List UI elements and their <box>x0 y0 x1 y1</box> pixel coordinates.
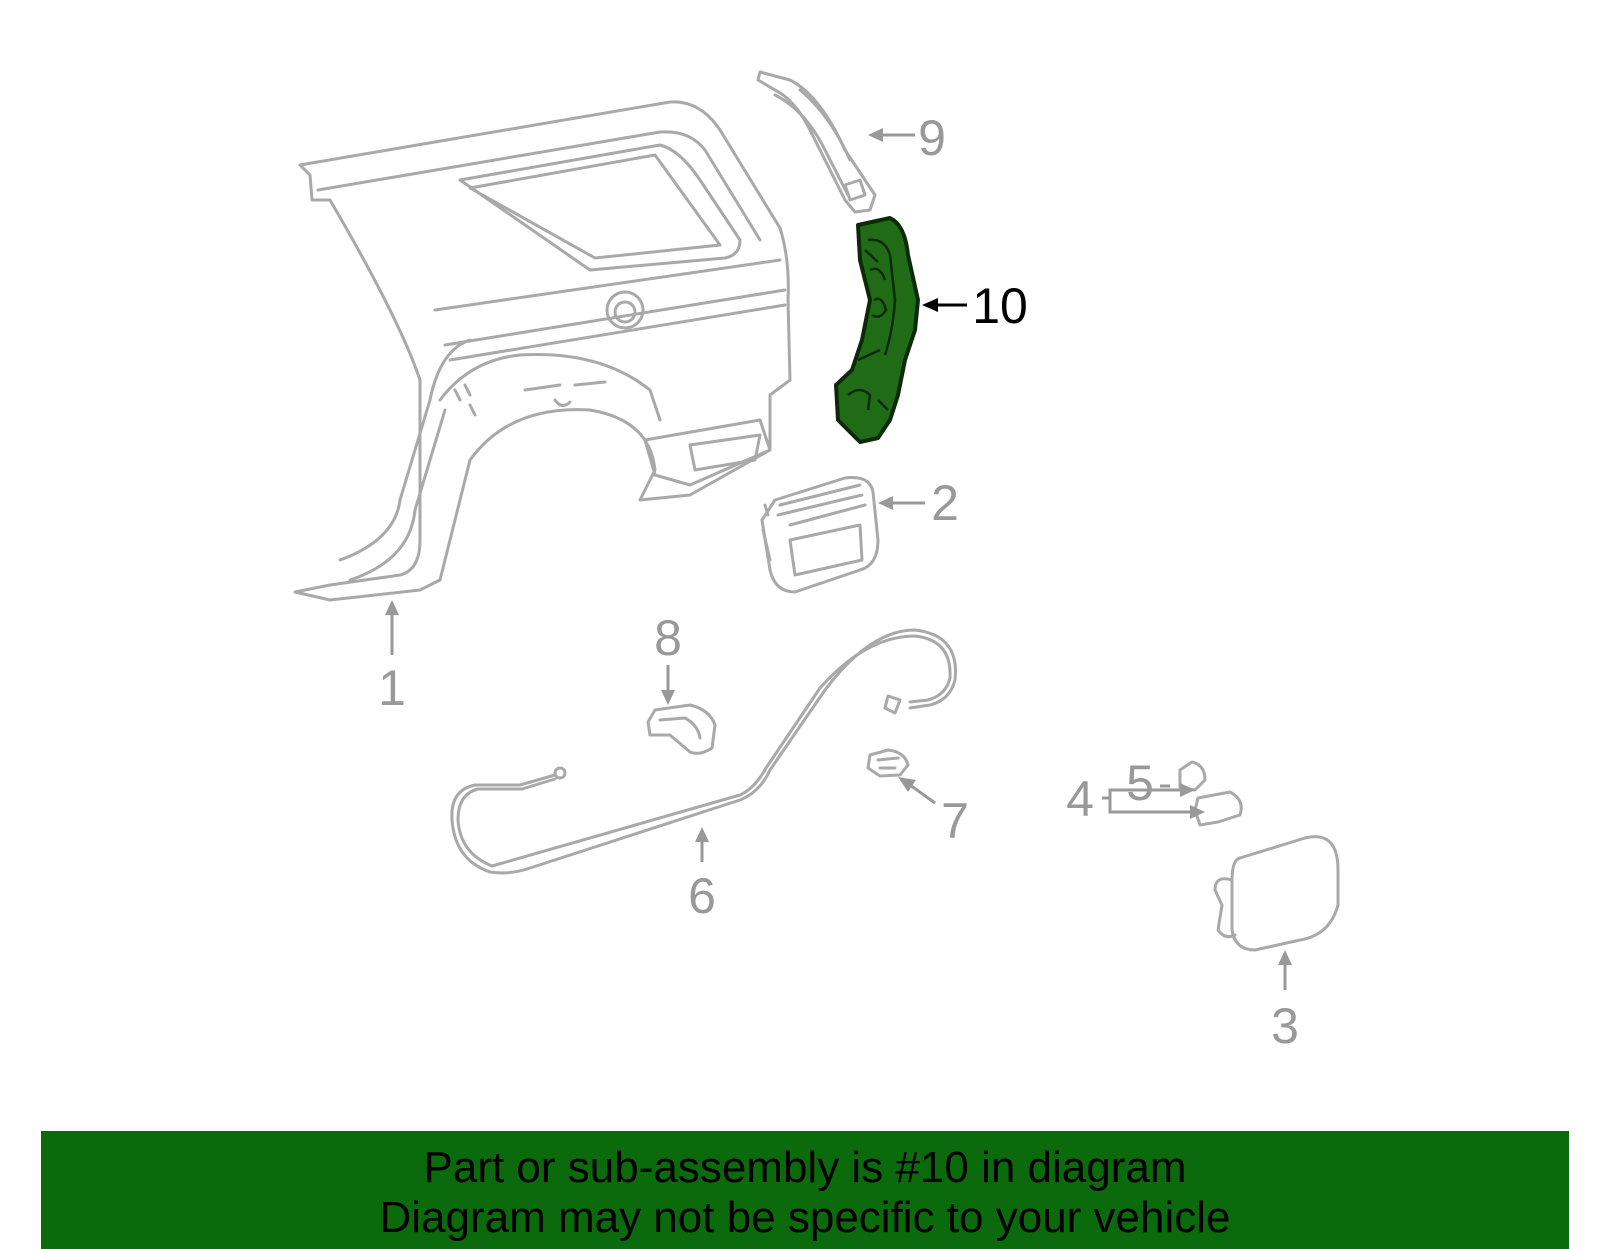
part-3-fuel-door <box>1213 835 1340 952</box>
part-8-bracket <box>646 703 717 755</box>
svg-text:5: 5 <box>1126 755 1154 811</box>
svg-text:8: 8 <box>654 610 682 666</box>
svg-text:10: 10 <box>972 278 1028 334</box>
footer-line-1: Part or sub-assembly is #10 in diagram <box>423 1143 1187 1192</box>
callout-9: 9 <box>868 110 946 166</box>
parts-diagram: 1 2 3 4 5 6 7 8 9 <box>293 70 1340 1054</box>
svg-text:9: 9 <box>918 110 946 166</box>
part-1-quarter-panel <box>293 100 792 602</box>
callout-10: 10 <box>922 278 1028 334</box>
callout-3: 3 <box>1271 950 1299 1054</box>
svg-text:2: 2 <box>931 475 959 531</box>
footer-line-2: Diagram may not be specific to your vehi… <box>379 1193 1231 1242</box>
svg-text:6: 6 <box>688 868 716 924</box>
callout-7: 7 <box>898 777 969 849</box>
svg-text:7: 7 <box>941 793 969 849</box>
part-10-inner-panel-highlighted <box>834 216 920 444</box>
part-2-filler-housing <box>760 476 880 594</box>
part-5-spring <box>1178 760 1207 792</box>
svg-text:3: 3 <box>1271 998 1299 1054</box>
callout-5: 5 <box>1126 755 1170 811</box>
callout-1: 1 <box>378 600 406 716</box>
part-7-clip <box>866 748 910 778</box>
part-4-hinge <box>1193 790 1243 827</box>
part-6-release-cable <box>450 628 957 875</box>
callout-2: 2 <box>878 475 959 531</box>
footer-banner: Part or sub-assembly is #10 in diagram D… <box>41 1131 1569 1249</box>
callout-6: 6 <box>688 827 716 924</box>
callout-8: 8 <box>654 610 682 705</box>
svg-text:1: 1 <box>378 660 406 716</box>
svg-text:4: 4 <box>1066 771 1094 827</box>
part-9-upper-panel <box>756 70 877 214</box>
callout-4: 4 <box>1066 771 1205 827</box>
